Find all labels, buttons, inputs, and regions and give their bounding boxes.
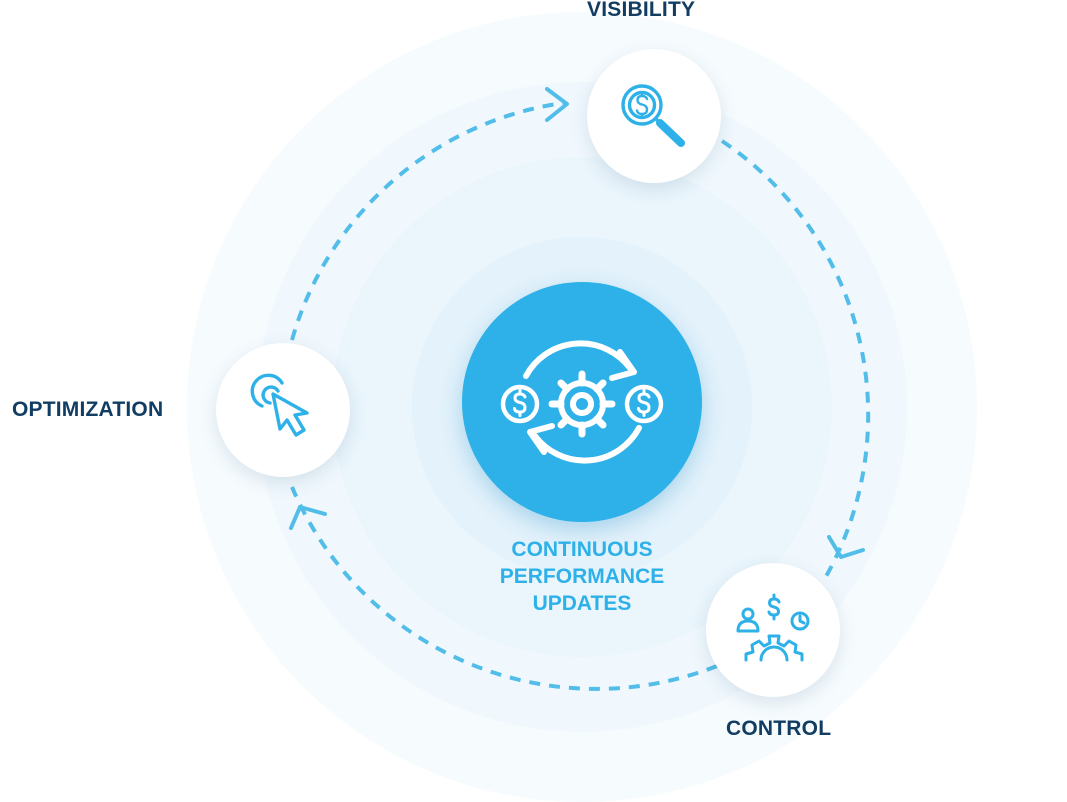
dollar-magnifier-icon	[621, 84, 685, 147]
cycle-arc-visibility-to-control	[720, 139, 871, 581]
people-dollar-gear-icon	[736, 593, 810, 662]
optimization-label: OPTIMIZATION	[12, 398, 164, 421]
cycle-arc-optimization-to-visibility	[290, 101, 564, 341]
arrowhead-to-optimization	[289, 505, 327, 530]
center-node	[462, 282, 702, 522]
visibility-node[interactable]	[587, 49, 721, 183]
center-label-line: CONTINUOUS	[511, 538, 653, 561]
center-label: CONTINUOUS PERFORMANCE UPDATES	[432, 536, 732, 617]
center-label-line: PERFORMANCE	[499, 565, 665, 588]
cursor-click-icon	[250, 373, 309, 437]
control-label: CONTROL	[726, 717, 832, 740]
arrowhead-to-visibility	[545, 87, 569, 122]
optimization-node[interactable]	[216, 343, 350, 477]
visibility-label: VISIBILITY	[587, 0, 696, 21]
arrowhead-to-control	[827, 535, 865, 559]
center-label-line: UPDATES	[532, 592, 632, 615]
control-node[interactable]	[706, 563, 840, 697]
dollar-gear-cycle-icon	[500, 340, 664, 464]
